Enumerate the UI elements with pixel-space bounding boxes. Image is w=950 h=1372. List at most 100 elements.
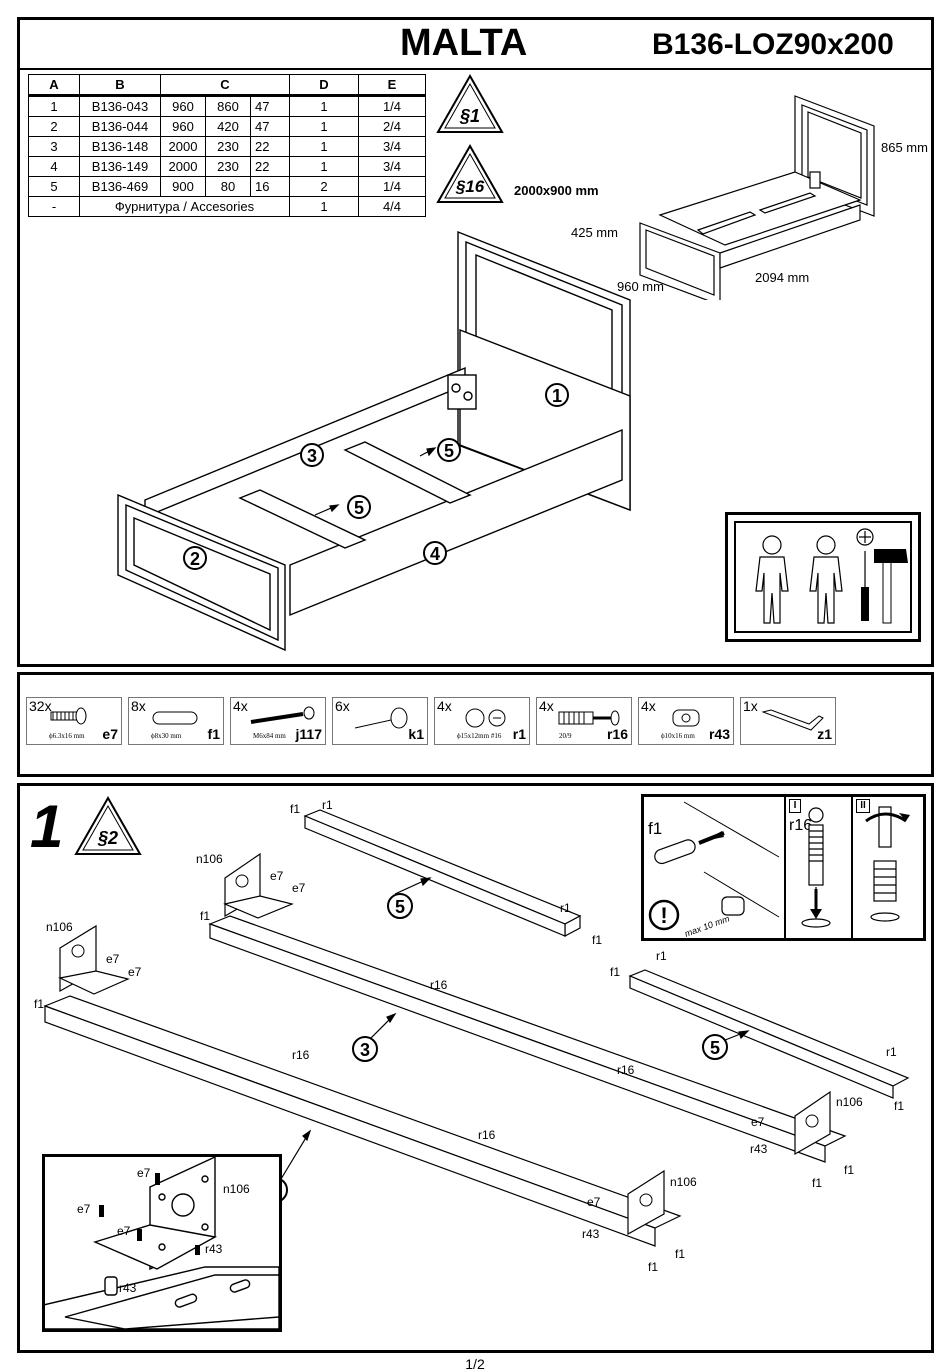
label-f1: f1 [675, 1247, 685, 1261]
part-label-2: 2 [190, 549, 200, 569]
step-1-panel: 1 §2 [17, 783, 934, 1353]
bed-assembly-drawing: 1 3 5 5 4 2 [117, 230, 631, 652]
hardware-code: e7 [102, 726, 118, 742]
cell: Фурнитура / Accesories [79, 196, 290, 217]
hardware-qty: 4x [641, 698, 656, 714]
hardware-item-k1: 6x k1 [332, 697, 428, 745]
hardware-size: ϕ10x16 mm [661, 732, 695, 740]
roman-1: I [789, 799, 801, 813]
cell: 22 [250, 136, 290, 157]
cell: B136-149 [79, 156, 161, 177]
label-e7: e7 [128, 965, 142, 979]
cell: 420 [205, 116, 251, 137]
warning-2-label: §2 [97, 828, 118, 848]
part-label-1: 1 [552, 386, 562, 406]
label-r1: r1 [560, 901, 571, 915]
warning-16-label: §16 [455, 177, 485, 196]
hardware-size: ϕ6.3x16 mm [49, 732, 85, 740]
table-row: 1 B136-043 960 860 47 1 1/4 [28, 95, 426, 117]
bed-size-label: 2000x900 mm [514, 183, 599, 198]
two-people-tools-icon [755, 528, 908, 624]
hardware-qty: 4x [437, 698, 452, 714]
cell: 1 [289, 95, 359, 117]
inset-f1-label: f1 [648, 819, 663, 838]
dim-height: 865 mm [881, 140, 928, 155]
hardware-item-r43: 4x ϕ10x16 mm r43 [638, 697, 734, 745]
label-r1: r1 [322, 798, 333, 812]
label-f1: f1 [610, 965, 620, 979]
label-f1: f1 [648, 1260, 658, 1274]
hardware-item-z1: 1x z1 [740, 697, 836, 745]
label-r16: r16 [478, 1128, 496, 1142]
dim-foot-height: 425 mm [571, 225, 618, 240]
cell: 1 [289, 156, 359, 177]
tools-required-box [725, 512, 921, 642]
hardware-code: f1 [207, 726, 220, 742]
cell: 4/4 [358, 196, 426, 217]
table-row: 4 B136-149 2000 230 22 1 3/4 [28, 156, 426, 177]
bracket-detail-inset: e7 e7 e7 n106 r43 r43 [42, 1154, 282, 1332]
parts-table-header: A B C D E [28, 74, 426, 97]
hardware-item-f1: 8x ϕ8x30 mm f1 [128, 697, 224, 745]
cell: 3 [28, 136, 80, 157]
label-e7: e7 [106, 952, 120, 966]
step-number: 1 [30, 793, 64, 860]
part-label-5a: 5 [444, 441, 454, 461]
label-f1: f1 [592, 933, 602, 947]
cell: 47 [250, 95, 290, 117]
cell: B136-044 [79, 116, 161, 137]
hardware-qty: 4x [539, 698, 554, 714]
label-r43: r43 [750, 1142, 768, 1156]
parts-table: A B C D E 1 B136-043 960 860 47 1 1/4 2 … [28, 74, 426, 217]
cell: 2 [289, 176, 359, 197]
cell: 1/4 [358, 95, 426, 117]
hardware-qty: 8x [131, 698, 146, 714]
label-n106: n106 [46, 920, 73, 934]
cell: 2 [28, 116, 80, 137]
cell: B136-469 [79, 176, 161, 197]
col-d: D [289, 74, 359, 97]
label-r1: r1 [886, 1045, 897, 1059]
exclamation-icon: ! [660, 903, 667, 928]
hardware-size: ϕ15x12mm #16 [457, 732, 502, 740]
table-row: 2 B136-044 960 420 47 1 2/4 [28, 116, 426, 137]
inset-drawing: ! max 10 mm [648, 801, 910, 939]
hardware-code: j117 [295, 726, 322, 742]
label-n106: n106 [670, 1175, 697, 1189]
label-r43: r43 [119, 1281, 137, 1295]
roman-2: II [856, 799, 870, 813]
warning-triangle-icon: §16 [436, 143, 504, 203]
table-row: 3 B136-148 2000 230 22 1 3/4 [28, 136, 426, 157]
label-r1: r1 [656, 949, 667, 963]
part-label-5b: 5 [710, 1038, 720, 1058]
cell: 2/4 [358, 116, 426, 137]
part-label-3: 3 [360, 1040, 370, 1060]
cell: 960 [160, 95, 206, 117]
cell: 960 [160, 116, 206, 137]
cell: 80 [205, 176, 251, 197]
hardware-qty: 32x [29, 698, 52, 714]
product-title: MALTA [400, 22, 528, 64]
hardware-item-r1: 4x ϕ15x12mm #16 r1 [434, 697, 530, 745]
label-n106: n106 [196, 852, 223, 866]
part-label-3: 3 [307, 446, 317, 466]
cell: 3/4 [358, 136, 426, 157]
part-label-4: 4 [430, 544, 440, 564]
label-r16: r16 [617, 1063, 635, 1077]
part-label-5a: 5 [395, 897, 405, 917]
warning-triangle-icon: §2 [74, 795, 142, 855]
cell: - [28, 196, 80, 217]
cell: 16 [250, 176, 290, 197]
product-code: B136-LOZ90x200 [652, 28, 894, 61]
screw-icon [50, 707, 87, 725]
allen-key-icon [761, 709, 824, 731]
label-r43: r43 [582, 1227, 600, 1241]
bolt-icon [250, 706, 315, 724]
dim-width: 960 mm [617, 279, 664, 294]
label-n106: n106 [223, 1182, 250, 1196]
cell: B136-043 [79, 95, 161, 117]
cell: 5 [28, 176, 80, 197]
hardware-size: 20/9 [559, 732, 572, 740]
cell: 1/4 [358, 176, 426, 197]
hardware-panel: 32x ϕ6.3x16 mm e7 8x ϕ8x30 mm f1 4x M6x8… [17, 672, 934, 777]
